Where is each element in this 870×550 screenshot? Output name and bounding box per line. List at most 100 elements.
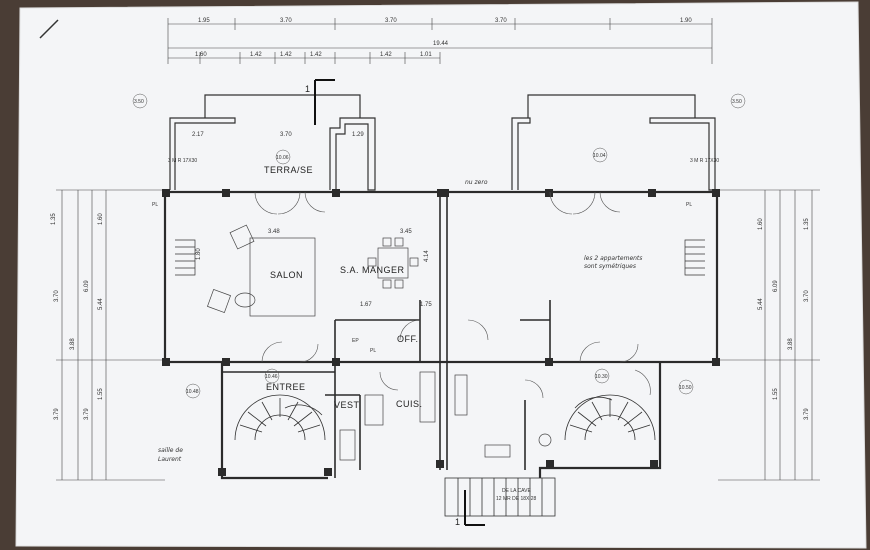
section-label-bottom: 1 (455, 517, 461, 527)
dim-right-3: 5.44 (758, 298, 764, 310)
left-dimension-lines (56, 189, 165, 481)
right-dimension-labels: 1.60 1.35 6.09 5.44 3.70 3.88 3.79 1.55 (758, 218, 810, 420)
spiral-stair-right (564, 394, 656, 441)
tag-6: 10.46 (265, 374, 278, 380)
kitchen-unit (419, 371, 436, 423)
dim-top-2: 3.70 (385, 18, 397, 24)
interior-dimensions: 3.70 2.17 1.29 3.48 3.45 4.14 1.67 1.75 … (192, 132, 432, 308)
dim-int-8: 1.80 (196, 248, 202, 260)
dim-left-8: 1.55 (98, 388, 104, 400)
shower (339, 429, 356, 461)
dim-int-6: 1.67 (360, 302, 372, 308)
tag-0: 3.50 (134, 99, 144, 105)
dim-right-4: 3.70 (804, 290, 810, 302)
label-dining: S.A. MANGER (340, 265, 405, 275)
tag-2: 10.06 (276, 155, 289, 161)
cellar-stair (444, 477, 556, 517)
dim-left-5: 3.88 (70, 338, 76, 350)
terrace-walls (169, 94, 716, 191)
dim-top-0: 1.95 (198, 18, 210, 24)
label-vestibule: VEST (334, 400, 360, 410)
tag-10: PL (370, 348, 376, 354)
label-terrace: TERRA/SE (264, 165, 313, 175)
tag-3: 10.04 (593, 153, 606, 159)
dim-right-1: 1.35 (804, 218, 810, 230)
dim-left-4: 3.70 (54, 290, 60, 302)
dim-left-1: 1.60 (98, 213, 104, 225)
tag-1: 3.50 (732, 99, 742, 105)
chair (367, 257, 377, 267)
section-label-top: 1 (305, 84, 311, 94)
dim-sub-3: 1.42 (310, 52, 322, 58)
dim-total: 19.44 (433, 41, 449, 47)
dim-left-0: 1.35 (51, 213, 57, 225)
top-dimension-labels: 1.95 3.70 3.70 3.70 1.90 19.44 1.60 1.42… (195, 18, 692, 58)
annotations: nu zero les 2 appartements sont symétriq… (158, 179, 642, 502)
dim-int-2: 1.29 (352, 132, 364, 138)
elev-1: 3 M R 17X30 (690, 158, 719, 164)
door-swings (254, 191, 651, 399)
note-stair: 12 MR DE 18X 28 (496, 496, 537, 502)
structural-columns (162, 189, 720, 476)
elev-0: 3 M R 17X30 (168, 158, 197, 164)
dim-left-3: 5.44 (98, 298, 104, 310)
dim-int-7: 1.75 (420, 302, 432, 308)
dim-sub-4: 1.42 (380, 52, 392, 58)
dim-right-5: 3.88 (788, 338, 794, 350)
tag-11: EP (352, 338, 359, 344)
note-nu-zero: nu zero (465, 179, 488, 186)
dim-left-2: 6.09 (84, 280, 90, 292)
dim-top-3: 3.70 (495, 18, 507, 24)
sink (484, 444, 511, 458)
dim-int-4: 3.45 (400, 229, 412, 235)
dim-left-6: 3.79 (54, 408, 60, 420)
dim-int-3: 3.48 (268, 229, 280, 235)
label-entrance: ENTREE (266, 382, 306, 392)
dim-right-2: 6.09 (773, 280, 779, 292)
dim-right-7: 1.55 (773, 388, 779, 400)
note-arch-1: saille de (158, 447, 183, 454)
salon-rug (249, 237, 316, 317)
kitchen-unit-right (454, 374, 468, 416)
chair (382, 279, 392, 289)
dim-int-0: 3.70 (280, 132, 292, 138)
tag-7: 10.30 (595, 374, 608, 380)
label-salon: SALON (270, 270, 303, 280)
side-stairs (175, 239, 705, 276)
chair (409, 257, 419, 267)
toilet (538, 433, 552, 447)
coffee-table (234, 292, 256, 308)
note-symmetric-1: les 2 appartements (584, 255, 642, 262)
tag-4: 10.48 (186, 389, 199, 395)
left-dimension-labels: 1.35 1.60 6.09 5.44 3.70 3.88 3.79 3.79 … (51, 213, 104, 420)
label-kitchen: CUIS. (396, 399, 423, 409)
level-tag-labels: 3.50 3.50 10.06 10.04 10.48 10.50 10.46 … (134, 99, 742, 395)
dim-int-5: 4.14 (424, 250, 430, 262)
dim-top-1: 3.70 (280, 18, 292, 24)
dim-int-1: 2.17 (192, 132, 204, 138)
tag-8: PL (152, 202, 158, 208)
top-dimension-lines (167, 18, 713, 64)
pencil-mark (39, 19, 59, 39)
kitchen-counter (364, 394, 384, 426)
room-labels: TERRA/SE SALON S.A. MANGER OFF. ENTREE V… (264, 165, 531, 494)
dim-right-0: 1.60 (758, 218, 764, 230)
level-tags (132, 93, 746, 399)
paper-sheet (15, 1, 867, 549)
right-dimension-lines (718, 189, 820, 481)
inner-walls (222, 192, 660, 478)
spiral-stair-left (234, 394, 326, 441)
dim-sub-0: 1.60 (195, 52, 207, 58)
dim-sub-2: 1.42 (280, 52, 292, 58)
furniture (207, 224, 552, 461)
chair (394, 279, 404, 289)
label-cave: DE LA CAVE (502, 488, 531, 494)
dining-table (377, 247, 409, 279)
note-arch-2: Laurent (158, 456, 182, 463)
tag-5: 10.50 (679, 385, 692, 391)
section-marker (314, 79, 485, 526)
tag-9: PL (686, 202, 692, 208)
note-symmetric-2: sont symétriques (584, 263, 636, 270)
